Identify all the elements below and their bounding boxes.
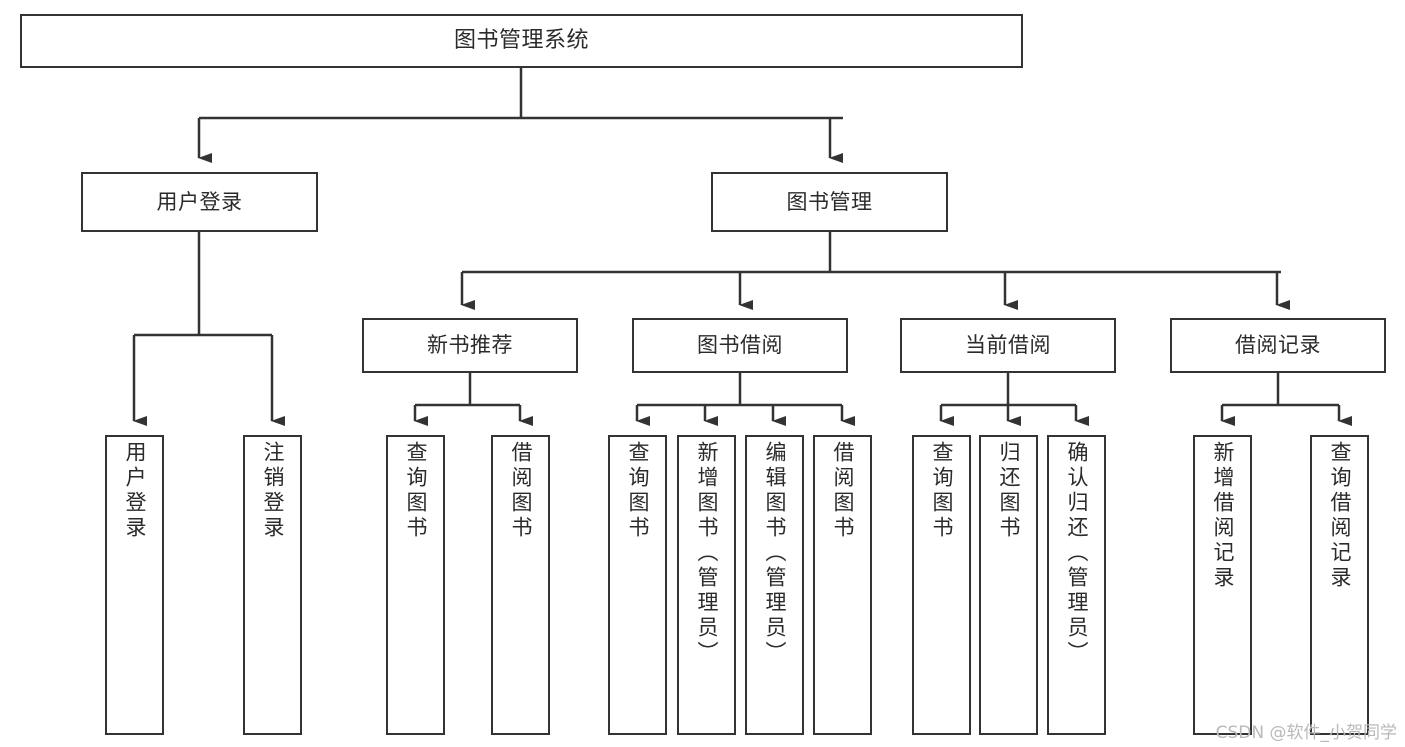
- node-book-manage[interactable]: 图书管理: [711, 172, 948, 232]
- node-root-system[interactable]: 图书管理系统: [20, 14, 1023, 68]
- node-label: 借阅记录: [1235, 333, 1321, 358]
- node-label: 查询图书: [930, 441, 954, 541]
- leaf-user-login[interactable]: 用户登录: [105, 435, 164, 735]
- leaf-query-book-recommend[interactable]: 查询图书: [386, 435, 445, 735]
- node-label: 编辑图书（管理员）: [763, 441, 787, 666]
- leaf-query-book-borrow[interactable]: 查询图书: [608, 435, 667, 735]
- node-label: 用户登录: [156, 189, 243, 214]
- leaf-add-borrow-record[interactable]: 新增借阅记录: [1193, 435, 1252, 735]
- node-label: 图书管理系统: [453, 28, 589, 54]
- node-book-borrow[interactable]: 图书借阅: [632, 318, 848, 373]
- node-borrow-record[interactable]: 借阅记录: [1170, 318, 1386, 373]
- node-label: 图书借阅: [697, 333, 783, 358]
- leaf-query-borrow-record[interactable]: 查询借阅记录: [1310, 435, 1369, 735]
- leaf-edit-book[interactable]: 编辑图书（管理员）: [745, 435, 804, 735]
- node-label: 新增图书（管理员）: [695, 441, 719, 666]
- leaf-borrow-book[interactable]: 借阅图书: [813, 435, 872, 735]
- node-label: 新书推荐: [427, 333, 513, 358]
- node-label: 注销登录: [261, 441, 285, 541]
- node-label: 新增借阅记录: [1211, 441, 1235, 591]
- leaf-borrow-book-recommend[interactable]: 借阅图书: [491, 435, 550, 735]
- node-label: 当前借阅: [965, 333, 1051, 358]
- node-label: 图书管理: [786, 189, 873, 214]
- node-label: 查询图书: [404, 441, 428, 541]
- node-current-borrow[interactable]: 当前借阅: [900, 318, 1116, 373]
- leaf-logout[interactable]: 注销登录: [243, 435, 302, 735]
- node-label: 借阅图书: [509, 441, 533, 541]
- node-label: 借阅图书: [831, 441, 855, 541]
- node-label: 确认归还（管理员）: [1065, 441, 1089, 666]
- csdn-watermark: CSDN @软件_小贺同学: [1215, 723, 1397, 743]
- node-label: 查询图书: [626, 441, 650, 541]
- leaf-confirm-return[interactable]: 确认归还（管理员）: [1047, 435, 1106, 735]
- node-user-login[interactable]: 用户登录: [81, 172, 318, 232]
- node-label: 归还图书: [997, 441, 1021, 541]
- node-new-book-recommend[interactable]: 新书推荐: [362, 318, 578, 373]
- leaf-return-book[interactable]: 归还图书: [979, 435, 1038, 735]
- node-label: 查询借阅记录: [1328, 441, 1352, 591]
- node-label: 用户登录: [123, 441, 147, 541]
- leaf-add-book[interactable]: 新增图书（管理员）: [677, 435, 736, 735]
- leaf-query-book-current[interactable]: 查询图书: [912, 435, 971, 735]
